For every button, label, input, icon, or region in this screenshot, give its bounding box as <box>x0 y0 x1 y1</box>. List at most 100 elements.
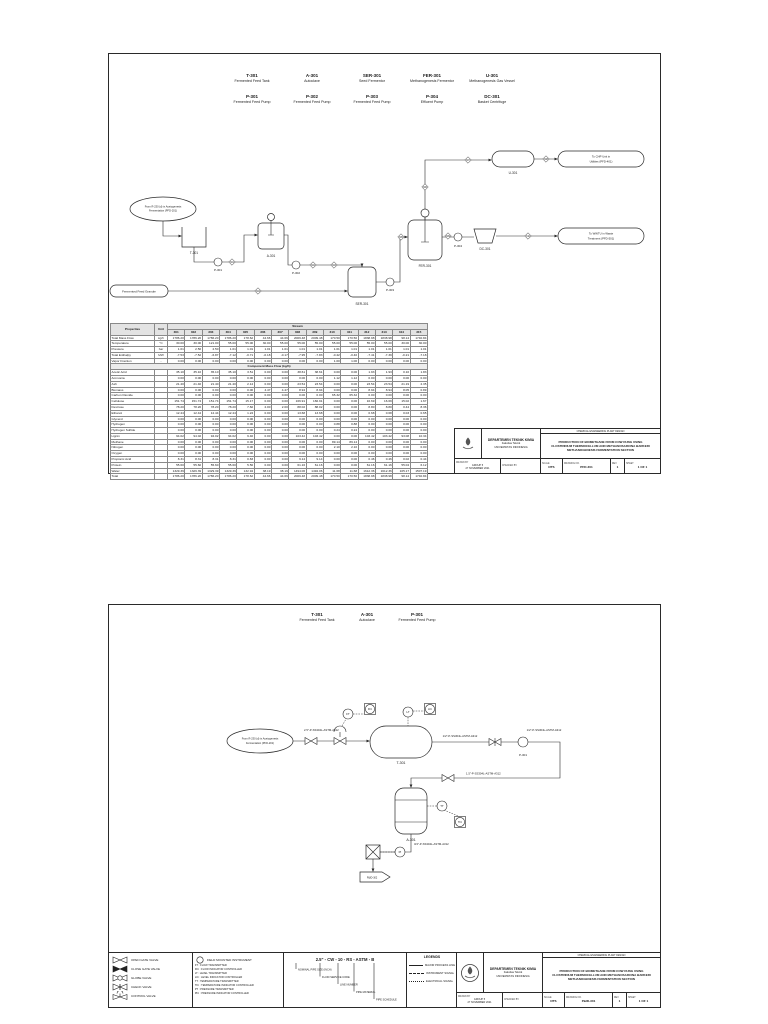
pid-diagram: From R-230 (d) in Acetogenesis Fermentat… <box>226 703 562 883</box>
stream-column-header: 315 <box>409 328 429 336</box>
stream-tag: 303 <box>330 261 338 269</box>
equipment-label: DC-301 Basket Centrifuge <box>477 94 507 105</box>
electrical-signal-icon <box>409 980 424 982</box>
stream-tag: 304 <box>254 287 262 295</box>
stream-value: 0.00 <box>409 427 429 434</box>
checked-by-field: CHECKED BY <box>503 993 543 1007</box>
pid-page: T-301 Fermented Feed Tank A-301 Autoclav… <box>100 600 667 1010</box>
stream-value: 1.01 <box>409 346 429 353</box>
pressure-indicator-bubble: PI <box>394 846 406 858</box>
legend-abbreviation: TIC : TEMPERATURE INDICATOR CONTROLLER <box>194 984 254 988</box>
svg-text:T-301: T-301 <box>190 251 198 255</box>
pipe-spec-label: 1/2"-P-SS304L-ASTM-A312 <box>443 734 478 738</box>
pump-p304-symbol: P-304 <box>453 232 462 248</box>
equipment-label: P-303 Fermented Feed Pump <box>353 94 391 105</box>
drawing-no-field: DRAWING NO. PFD-301 <box>563 459 611 473</box>
legend-pipe-code: 2.5" - CW - 10 - RS - ASTM - B NOMINAL P… <box>284 953 407 1007</box>
pfd-equipment-header-bottom: P-301 Fermented Feed Pump P-302 Fermente… <box>222 94 522 105</box>
tank-t301-symbol: T-301 <box>369 725 433 765</box>
equipment-label: A-301 Autoclave <box>359 612 375 623</box>
scale-field: SCALE NTS <box>541 459 563 473</box>
stream-value: 178.62 <box>236 473 255 481</box>
svg-text:TT: TT <box>440 804 444 808</box>
gate-valve-symbol <box>441 774 455 782</box>
course-name: CHEMICAL ENGINEERING PLANT DESIGN <box>543 953 660 958</box>
pfd-diagram: From R-230 (d) in Acetogenesis Fermentat… <box>109 150 645 306</box>
temperature-transmitter-bubble: TT <box>436 800 448 812</box>
offpage-connector: P&ID-302 <box>359 871 391 883</box>
stream-tag: 302 <box>309 261 317 269</box>
drawing-title: PRODUCTION OF BIOMETHANE FROM COW DUNG U… <box>552 968 651 982</box>
stream-value: 30.00 <box>409 340 429 348</box>
svg-text:FT: FT <box>346 712 350 716</box>
legend-valves: OPEN GATE VALVE CLOSE GATE VALVE GLOBE V… <box>109 953 193 1007</box>
stream-value: 1786.20 <box>218 473 238 481</box>
seed-fermentor-ser301-symbol: SER-301 <box>347 266 377 306</box>
pipe-code-example: 2.5" - CW - 10 - RS - ASTM - B <box>316 957 375 962</box>
svg-text:304: 304 <box>256 290 261 293</box>
gas-vessel-u301-symbol: U-301 <box>491 150 535 175</box>
check-valve-symbol <box>488 738 502 746</box>
svg-text:Utilities (PFD-401): Utilities (PFD-401) <box>590 160 613 164</box>
pipe-spec-label: 2.5"-P-SS304L-ASTM-A312 <box>304 728 339 732</box>
legend-line-types: LEGENDS MAJOR PROCESS LINE INSTRUMENT SI… <box>407 953 457 1007</box>
source-cloud: From R-230 (d) in Acetogenesis Fermentat… <box>129 196 197 222</box>
stream-value: 8.36 <box>409 403 429 411</box>
svg-text:LIC: LIC <box>428 707 432 711</box>
drawn-by-field: DRAWN BY GROUP 5 27 NOVEMBER 2021 <box>455 459 501 473</box>
gate-valve-symbol <box>304 737 318 745</box>
tank-t301-symbol: T-301 <box>181 227 207 255</box>
svg-text:302: 302 <box>311 264 316 267</box>
svg-text:To CHP Unit in: To CHP Unit in <box>592 155 611 159</box>
stream-value: 0.00 <box>409 444 429 452</box>
equipment-label: P-304 Effluent Pump <box>420 94 444 105</box>
fermentor-fer301-symbol: FER-301 <box>407 208 443 268</box>
stream-value: 1786.20 <box>184 473 203 481</box>
svg-text:T-301: T-301 <box>397 761 406 765</box>
svg-text:Fermentation (PFD-201): Fermentation (PFD-201) <box>149 209 177 213</box>
stream-value: 0.00 <box>409 415 429 423</box>
stream-value: 1786.20 <box>201 473 220 481</box>
svg-text:P-301: P-301 <box>214 268 222 272</box>
offpage-chp-box: To CHP Unit in Utilities (PFD-401) <box>557 150 645 168</box>
stream-value: 44.66 <box>270 473 290 481</box>
stream-value: 0.00 <box>409 392 429 400</box>
drawing-no-field: DRAWING NO. P&ID-301 <box>565 993 613 1007</box>
pump-p301-symbol: P-301 <box>517 736 529 757</box>
stream-tag: 305 <box>397 233 405 241</box>
feed-source-box: Fermented Feed Granule <box>109 284 169 298</box>
stream-tag: 310 <box>524 232 532 240</box>
equipment-label: A-301 Autoclave <box>304 73 320 84</box>
stream-value: 0.00 <box>409 438 429 446</box>
autoclave-a301-symbol: A-301 <box>257 213 285 258</box>
svg-text:306: 306 <box>423 186 428 189</box>
svg-text:307: 307 <box>466 159 471 162</box>
sheet-field: SHEET 1 OF 1 <box>628 996 649 1003</box>
university-logo <box>455 429 482 458</box>
equipment-label: P-301 Fermented Feed Pump <box>233 94 271 105</box>
pump-p303-symbol: P-303 <box>385 277 394 292</box>
stream-value: 0.44 <box>409 455 429 463</box>
svg-text:309: 309 <box>446 235 451 238</box>
equipment-label: U-301 Methanogenesis Gas Vessel <box>469 73 515 84</box>
instrument-bubble-icon <box>196 955 204 964</box>
legend-item-electrical-signal: ELECTRICAL SIGNAL <box>409 977 455 985</box>
legend-item-close-gate-valve: CLOSE GATE VALVE <box>111 964 190 973</box>
open-gate-valve-icon <box>112 956 128 963</box>
legend-abbreviation: PIC : PRESSURE INDICATOR CONTROLLER <box>194 992 249 996</box>
source-cloud: From R-230 (d) in Acetogenesis Fermentat… <box>226 728 294 754</box>
stream-value: 10.34 <box>409 432 429 440</box>
legend-panel: OPEN GATE VALVE CLOSE GATE VALVE GLOBE V… <box>108 952 458 1008</box>
stream-value: 0.00 <box>409 357 429 365</box>
flow-transmitter-bubble: FT <box>342 708 354 720</box>
svg-text:Treatment (PFD-501): Treatment (PFD-501) <box>588 237 615 241</box>
